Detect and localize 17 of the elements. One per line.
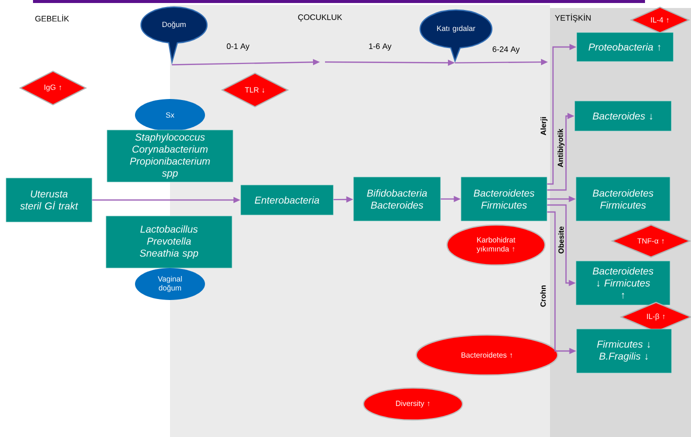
taxa-box: Lactobacillus Prevotella Sneathia spp [106, 216, 232, 268]
period-heading: GEBELİK [35, 14, 70, 22]
period-heading: ÇOCUKLUK [298, 14, 342, 22]
taxa-box: Firmicutes ↓ B.Fragilis ↓ [576, 328, 672, 374]
taxa-box: Bacteroidetes ↓ Firmicutes ↑ [576, 260, 670, 306]
period-heading: YETİŞKİN [554, 14, 591, 22]
taxa-box: Bifidobacteria Bacteroides [353, 176, 441, 222]
edge-label: 6-24 Ay [492, 46, 520, 54]
edge-label: 0-1 Ay [226, 43, 250, 51]
taxa-box: Enterobacteria [240, 184, 334, 216]
edge-label: 1-6 Ay [369, 43, 392, 51]
taxa-box: Bacteroides ↓ [574, 100, 672, 132]
taxa-box: Proteobacteria ↑ [576, 32, 674, 62]
taxa-box: Bacteroidetes Firmicutes [460, 176, 548, 222]
taxa-box: Bacteroidetes Firmicutes [576, 176, 670, 222]
taxa-box: Staphylococcus Corynabacterium Propionibacterium spp [106, 130, 234, 182]
taxa-box: Uterusta steril Gİ trakt [6, 178, 92, 222]
